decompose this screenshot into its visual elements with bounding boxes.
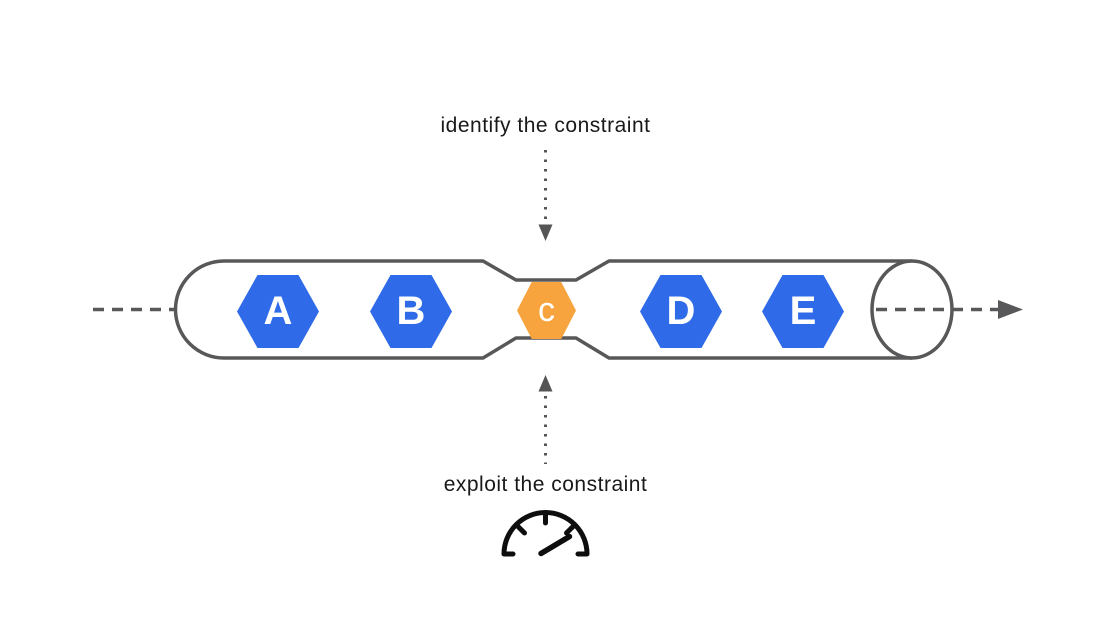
gauge-icon xyxy=(501,510,590,557)
stage-label-b: B xyxy=(396,289,426,333)
outflow-dashed-arrow xyxy=(876,300,1023,319)
stage-label-e: E xyxy=(789,289,817,333)
identify-arrow-down-icon xyxy=(538,150,553,241)
identify-label: identify the constraint xyxy=(440,114,651,137)
stage-hex-e: E xyxy=(762,275,844,348)
stage-label-d: D xyxy=(666,289,696,333)
constraint-label-c: c xyxy=(538,291,555,329)
stage-label-a: A xyxy=(263,289,293,333)
exploit-arrow-up-icon xyxy=(538,375,553,464)
exploit-label: exploit the constraint xyxy=(443,473,648,496)
pipe-outline xyxy=(173,259,912,360)
stage-hex-d: D xyxy=(640,275,722,348)
arrowhead-right-icon xyxy=(998,300,1023,319)
